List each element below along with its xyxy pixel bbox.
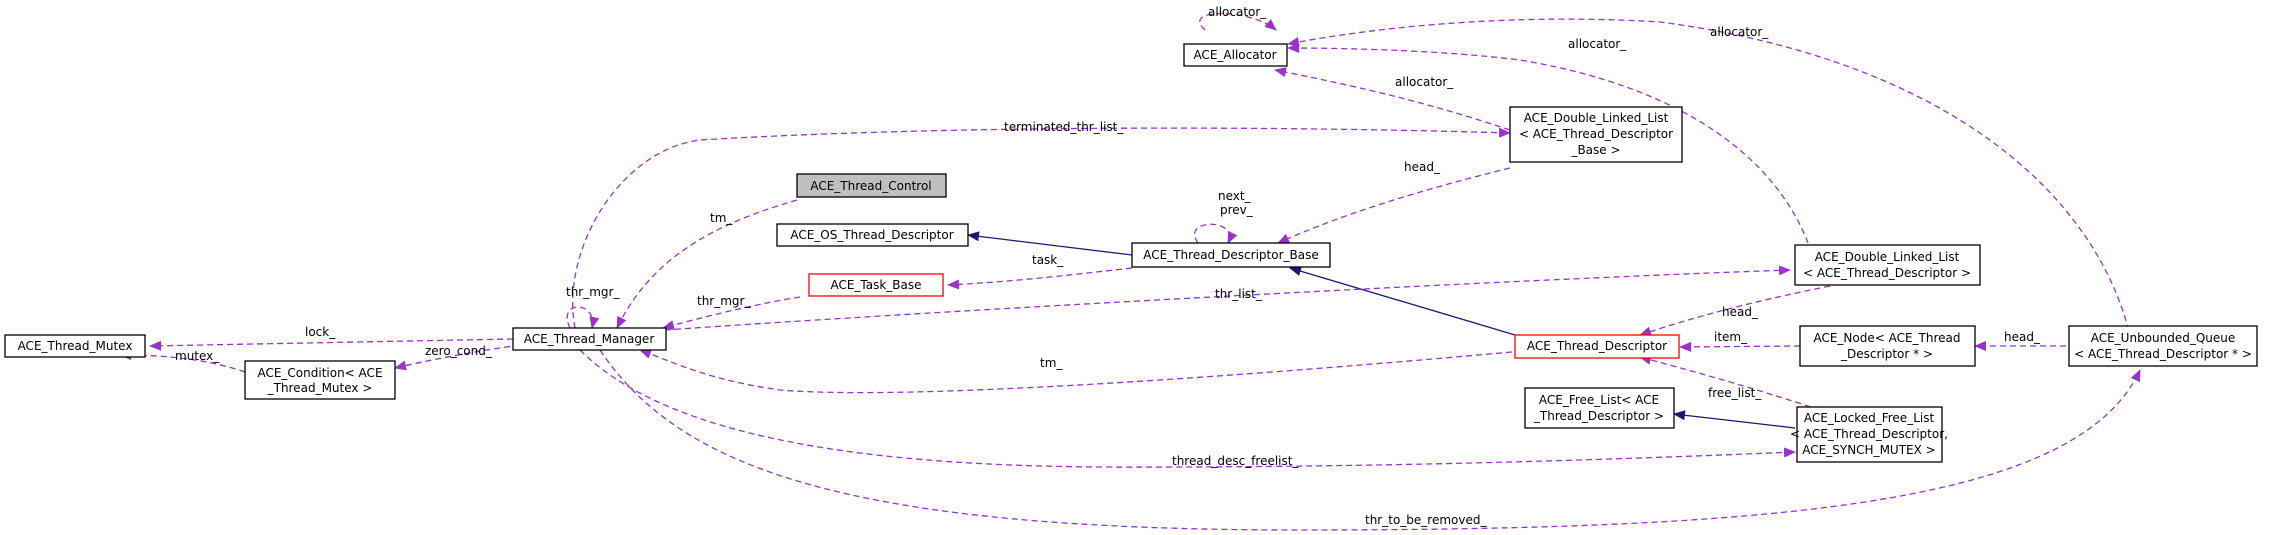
node-os-thread-descriptor[interactable]: ACE_OS_Thread_Descriptor <box>776 223 969 247</box>
node-dll-descriptor[interactable]: ACE_Double_Linked_List < ACE_Thread_Desc… <box>1794 244 1981 286</box>
label-next: next_ <box>1218 189 1252 203</box>
node-free-list[interactable]: ACE_Free_List< ACE _Thread_Descriptor > <box>1524 387 1675 429</box>
edge-allocator-self <box>1199 12 1277 31</box>
node-allocator[interactable]: ACE_Allocator <box>1183 43 1288 67</box>
edge-desc-to-descbase <box>1289 266 1516 336</box>
svg-text:ACE_Task_Base: ACE_Task_Base <box>830 278 921 292</box>
svg-text:ACE_Allocator: ACE_Allocator <box>1193 48 1276 62</box>
svg-text:ACE_Thread_Control: ACE_Thread_Control <box>810 179 931 193</box>
label-zero-cond: zero_cond_ <box>425 344 493 358</box>
node-node-descriptor[interactable]: ACE_Node< ACE_Thread _Descriptor * > <box>1799 325 1976 367</box>
node-thread-mutex[interactable]: ACE_Thread_Mutex <box>4 334 146 358</box>
label-terminated-thr-list: terminated_thr_list_ <box>1004 120 1124 134</box>
label-free-list: free_list_ <box>1708 386 1762 400</box>
svg-text:_Base >: _Base > <box>1570 143 1620 157</box>
svg-text:ACE_SYNCH_MUTEX >: ACE_SYNCH_MUTEX > <box>1802 443 1935 457</box>
svg-text:ACE_Condition< ACE: ACE_Condition< ACE <box>257 366 382 380</box>
edge-manager-to-dlldesc <box>664 265 1791 331</box>
edge-dlldesc-to-allocator <box>1287 43 1809 244</box>
label-thr-list: thr_list_ <box>1215 287 1263 301</box>
label-thr-mgr-self: thr_mgr_ <box>566 285 620 299</box>
svg-text:< ACE_Thread_Descriptor >: < ACE_Thread_Descriptor > <box>1803 266 1971 280</box>
label-lock: lock_ <box>305 325 336 339</box>
edge-desc-to-manager <box>639 349 1513 394</box>
label-thr-mgr-task: thr_mgr_ <box>697 294 751 308</box>
edge-lockedfree-to-freelist <box>1673 410 1796 429</box>
label-head-base: head_ <box>1404 160 1441 174</box>
label-prev: prev_ <box>1220 203 1254 217</box>
node-unbounded-queue[interactable]: ACE_Unbounded_Queue < ACE_Thread_Descrip… <box>2068 325 2258 367</box>
label-task: task_ <box>1032 253 1064 267</box>
svg-text:ACE_Unbounded_Queue: ACE_Unbounded_Queue <box>2091 331 2236 345</box>
edge-lockedfree-to-desc <box>1639 355 1821 411</box>
svg-text:_Thread_Descriptor >: _Thread_Descriptor > <box>1533 409 1664 423</box>
node-condition[interactable]: ACE_Condition< ACE _Thread_Mutex > <box>244 360 396 400</box>
node-thread-descriptor-base[interactable]: ACE_Thread_Descriptor_Base <box>1131 242 1331 268</box>
node-locked-free-list[interactable]: ACE_Locked_Free_List < ACE_Thread_Descri… <box>1790 406 1948 463</box>
svg-text:ACE_Thread_Descriptor_Base: ACE_Thread_Descriptor_Base <box>1143 248 1318 262</box>
label-tm-desc: tm_ <box>1040 356 1063 370</box>
node-thread-manager[interactable]: ACE_Thread_Manager <box>512 327 667 351</box>
edge-manager-self <box>566 306 600 329</box>
svg-text:ACE_Free_List< ACE: ACE_Free_List< ACE <box>1539 393 1659 407</box>
edge-manager-to-condition <box>394 344 521 371</box>
node-dll-descriptor-base[interactable]: ACE_Double_Linked_List < ACE_Thread_Desc… <box>1509 106 1683 163</box>
svg-text:< ACE_Thread_Descriptor,: < ACE_Thread_Descriptor, <box>1790 427 1948 441</box>
label-allocator-queue: allocator_ <box>1710 25 1769 39</box>
edge-descbase-self <box>1194 223 1238 244</box>
label-thr-to-be-removed: thr_to_be_removed_ <box>1365 513 1487 527</box>
label-head-queue: head_ <box>2004 330 2041 344</box>
edge-manager-to-queue <box>599 349 2141 531</box>
label-allocator-self: allocator_ <box>1208 5 1267 19</box>
node-thread-descriptor[interactable]: ACE_Thread_Descriptor <box>1514 334 1680 359</box>
edge-manager-to-mutex <box>149 338 514 351</box>
svg-text:_Descriptor * >: _Descriptor * > <box>1840 347 1933 361</box>
edge-dlldesc-to-desc <box>1639 285 1831 337</box>
svg-text:_Thread_Mutex >: _Thread_Mutex > <box>267 381 373 395</box>
nodes: ACE_Thread_Control ACE_Thread_Manager AC… <box>4 43 2258 463</box>
svg-text:ACE_Double_Linked_List: ACE_Double_Linked_List <box>1524 111 1669 125</box>
label-allocator-dll-desc: allocator_ <box>1568 37 1627 51</box>
edges <box>119 12 2141 531</box>
edge-control-to-manager <box>616 199 798 329</box>
edge-descbase-to-taskbase <box>947 267 1133 290</box>
edge-taskbase-to-manager <box>662 296 801 330</box>
label-head-desc: head_ <box>1722 305 1759 319</box>
svg-text:ACE_Thread_Mutex: ACE_Thread_Mutex <box>18 339 133 353</box>
edge-queue-to-allocator <box>1287 18 2136 361</box>
svg-text:ACE_Thread_Descriptor: ACE_Thread_Descriptor <box>1527 339 1667 353</box>
label-item: item_ <box>1714 330 1748 344</box>
node-thread-control[interactable]: ACE_Thread_Control <box>796 173 947 198</box>
edge-labels: tm_ thr_mgr_ thr_mgr_ lock_ zero_cond_ m… <box>175 5 2041 527</box>
edge-node-to-desc <box>1679 341 1801 352</box>
label-mutex: mutex_ <box>175 349 220 363</box>
label-allocator-dll-base: allocator_ <box>1395 75 1454 89</box>
node-task-base[interactable]: ACE_Task_Base <box>808 273 944 297</box>
edge-dllbase-to-allocator <box>1274 67 1511 131</box>
svg-text:ACE_Node< ACE_Thread: ACE_Node< ACE_Thread <box>1813 331 1960 345</box>
svg-text:ACE_OS_Thread_Descriptor: ACE_OS_Thread_Descriptor <box>790 228 953 242</box>
label-thread-desc-freelist: thread_desc_freelist_ <box>1172 454 1299 468</box>
svg-text:ACE_Thread_Manager: ACE_Thread_Manager <box>524 332 655 346</box>
svg-text:ACE_Double_Linked_List: ACE_Double_Linked_List <box>1815 250 1960 264</box>
svg-text:< ACE_Thread_Descriptor * >: < ACE_Thread_Descriptor * > <box>2074 347 2252 361</box>
svg-text:ACE_Locked_Free_List: ACE_Locked_Free_List <box>1804 411 1935 425</box>
edge-dllbase-to-descbase <box>1277 167 1511 244</box>
svg-text:< ACE_Thread_Descriptor: < ACE_Thread_Descriptor <box>1519 127 1673 141</box>
edge-manager-to-dllbase <box>572 127 1511 329</box>
edge-manager-to-lockedfree <box>579 349 1796 468</box>
edge-descbase-to-osdesc <box>967 231 1133 256</box>
label-tm-control: tm_ <box>710 211 733 225</box>
